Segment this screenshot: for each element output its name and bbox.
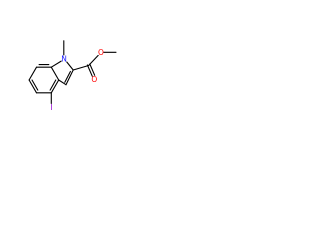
bond-carbonyl-double-b: [89, 63, 96, 76]
bond-layer: [28, 40, 117, 105]
atom-ester-oxygen: O: [98, 48, 104, 57]
bond-benzene-2: [28, 66, 38, 81]
molecule-structure: N O O I: [28, 40, 117, 112]
bond-c7a-n: [50, 60, 62, 68]
atom-labels: N O O I: [50, 48, 104, 112]
atom-iodine: I: [50, 103, 52, 112]
atom-nitrogen: N: [61, 55, 67, 64]
bond-c3-c3a: [58, 79, 67, 86]
bond-c2-c3-inner: [64, 70, 71, 83]
bond-benzene-3: [28, 79, 38, 94]
bond-c2-c3: [65, 69, 74, 86]
bond-benzene-5-inner: [49, 79, 57, 91]
bond-c2-carbonyl: [72, 64, 90, 71]
atom-carbonyl-oxygen: O: [91, 75, 97, 84]
bond-benzene-3-inner: [31, 79, 39, 91]
bond-benzene-5: [50, 79, 60, 94]
bond-benzene-6: [50, 66, 60, 81]
bond-carbonyl-double-a: [86, 64, 93, 77]
bond-n-c2: [66, 61, 74, 71]
bond-carbonyl-ester-o: [88, 54, 99, 67]
